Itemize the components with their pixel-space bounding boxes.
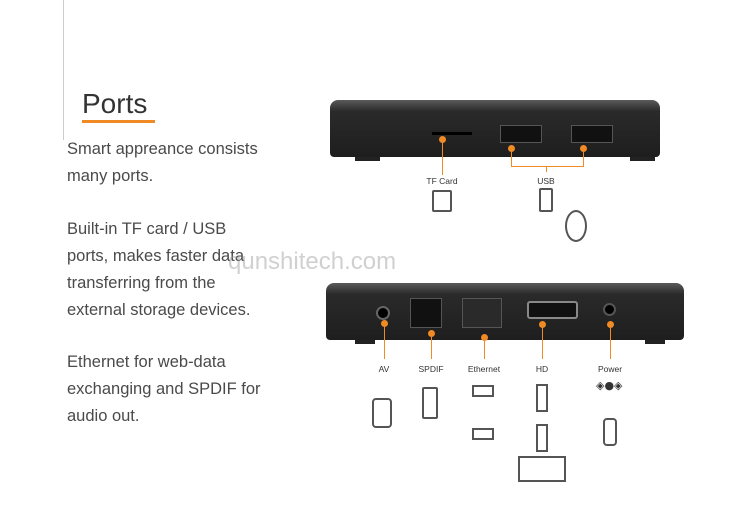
av-label: AV: [378, 364, 390, 374]
tf-card-label: TF Card: [426, 176, 458, 186]
watermark: qunshitech.com: [228, 248, 397, 275]
usb-label: USB: [537, 176, 555, 186]
spdif-label: SPDIF: [418, 364, 444, 374]
power-marker: [607, 321, 614, 328]
ethernet-leader: [484, 341, 485, 359]
ethernet-plug-icon: [472, 428, 494, 440]
usb-plug-icon: [539, 188, 553, 212]
text-line: ports, makes faster data: [67, 247, 244, 265]
device-foot: [355, 340, 375, 344]
text-line: external storage devices.: [67, 301, 251, 319]
device-foot: [355, 157, 380, 161]
ethernet-port: [462, 298, 502, 328]
tf-marker: [439, 136, 446, 143]
usb-marker: [580, 145, 587, 152]
ethernet-label: Ethernet: [467, 364, 501, 374]
av-marker: [381, 320, 388, 327]
text-line: Smart appreance consists: [67, 140, 258, 158]
spdif-plug-icon: [422, 387, 438, 419]
text-line: exchanging and SPDIF for: [67, 380, 261, 398]
power-plug-icon: [603, 418, 617, 446]
tf-leader: [442, 140, 443, 175]
polarity-icon: ◈●◈: [596, 379, 623, 392]
hd-marker: [539, 321, 546, 328]
device-foot: [645, 340, 665, 344]
text-line: audio out.: [67, 407, 140, 425]
tv-icon: [518, 456, 566, 482]
spdif-marker: [428, 330, 435, 337]
tf-slot: [432, 132, 472, 135]
power-jack: [603, 303, 616, 316]
hdmi-plug-icon: [536, 384, 548, 412]
hd-label: HD: [535, 364, 549, 374]
device-foot: [630, 157, 655, 161]
title-underline: [82, 120, 155, 123]
ethernet-plug-icon: [472, 385, 494, 397]
paragraph-2: Built-in TF card / USB ports, makes fast…: [67, 216, 307, 324]
sd-card-icon: [432, 190, 452, 212]
power-label: Power: [597, 364, 623, 374]
text-line: Ethernet for web-data: [67, 353, 226, 371]
usb-leader-stem: [546, 167, 547, 172]
divider-line: [63, 0, 64, 140]
hd-leader: [542, 328, 543, 359]
av-plug-icon: [372, 398, 392, 428]
av-jack: [376, 306, 390, 320]
text-line: Built-in TF card / USB: [67, 220, 227, 238]
text-line: many ports.: [67, 167, 154, 185]
mouse-icon: [565, 210, 587, 242]
paragraph-3: Ethernet for web-data exchanging and SPD…: [67, 349, 307, 430]
usb-port-2: [571, 125, 613, 143]
text-line: transferring from the: [67, 274, 216, 292]
paragraph-1: Smart appreance consists many ports.: [67, 136, 307, 190]
ethernet-marker: [481, 334, 488, 341]
usb-port-1: [500, 125, 542, 143]
spdif-port: [410, 298, 442, 328]
page-title: Ports: [82, 88, 148, 119]
hdmi-port: [527, 301, 578, 319]
hdmi-plug-icon: [536, 424, 548, 452]
usb-marker: [508, 145, 515, 152]
power-leader: [610, 328, 611, 359]
spdif-leader: [431, 337, 432, 359]
usb-leader: [511, 149, 584, 167]
av-leader: [384, 327, 385, 359]
